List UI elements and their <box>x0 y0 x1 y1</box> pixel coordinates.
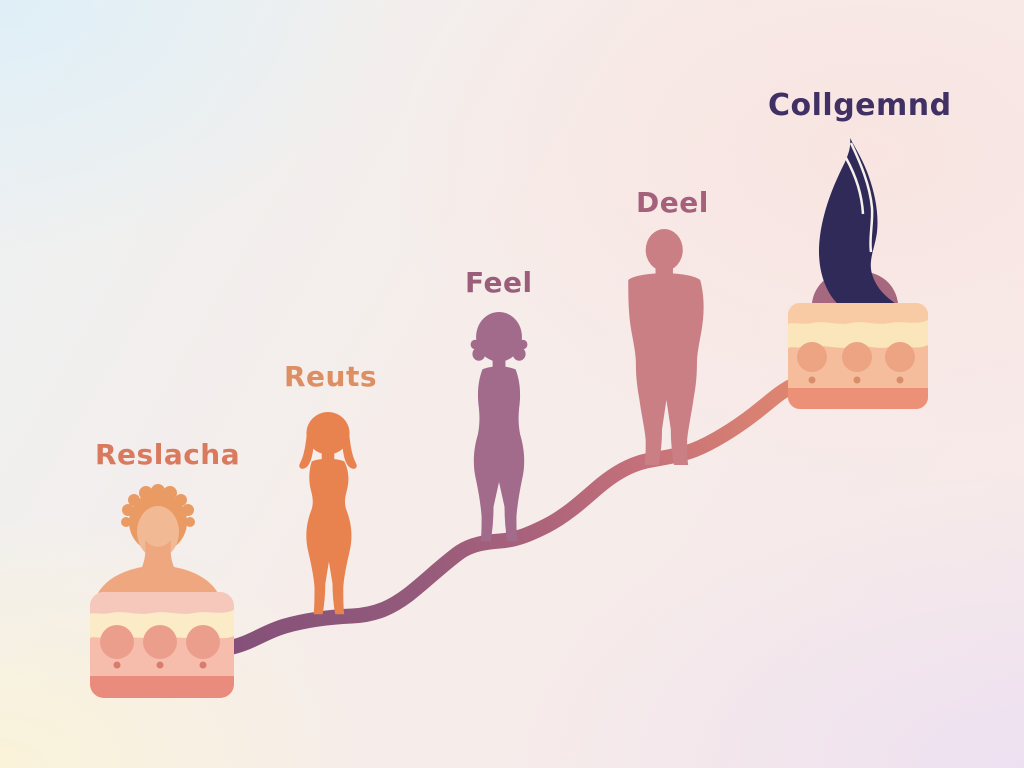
stage5-bottom-strip <box>788 388 928 409</box>
stage1-dots <box>113 661 207 669</box>
stage3-person-silhouette <box>470 312 528 542</box>
stage1-epidermis-layer <box>90 592 234 614</box>
stage5-dots <box>808 376 904 384</box>
stage1-shoulders <box>97 540 219 595</box>
stage2-female-silhouette <box>299 412 357 615</box>
stage5-epidermis-layer <box>788 303 928 324</box>
stage1-cells <box>100 625 220 659</box>
stage1-label: Reslacha <box>95 438 241 471</box>
stage1-skin-block <box>90 592 234 698</box>
stage4-label: Deel <box>636 186 709 219</box>
journey-path <box>220 378 800 656</box>
stage5-person <box>812 138 898 310</box>
stage1-bottom-strip <box>90 676 234 698</box>
stage1-person <box>97 484 219 595</box>
stage4-male-silhouette <box>628 229 704 465</box>
stage3-label: Feel <box>465 266 533 299</box>
stage5-skin-block <box>788 303 928 409</box>
stage5-flowing-hair <box>818 138 896 310</box>
stage2-label: Reuts <box>284 360 378 393</box>
stage5-label: Collgemnd <box>768 88 952 123</box>
stage5-hair-highlights <box>844 142 874 253</box>
stage5-cells <box>797 342 915 372</box>
